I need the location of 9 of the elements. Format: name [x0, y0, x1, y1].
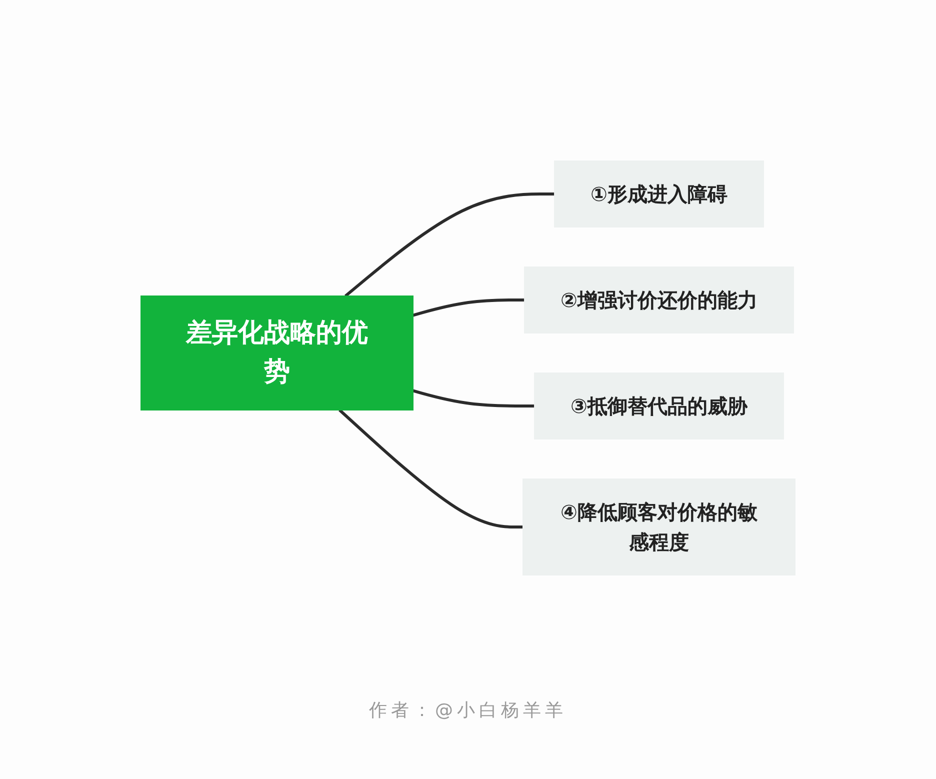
connector	[412, 388, 535, 407]
connector	[344, 192, 555, 297]
node-box: ①形成进入障碍	[554, 160, 764, 227]
node-box: 差异化战略的优势	[140, 295, 414, 410]
caption: 作者：@小白杨羊羊	[369, 698, 567, 722]
node-box: ②增强讨价还价的能力	[524, 266, 794, 333]
connector	[412, 298, 525, 316]
node-box: ④降低顾客对价格的敏感程度	[522, 478, 796, 575]
connector	[338, 408, 523, 528]
